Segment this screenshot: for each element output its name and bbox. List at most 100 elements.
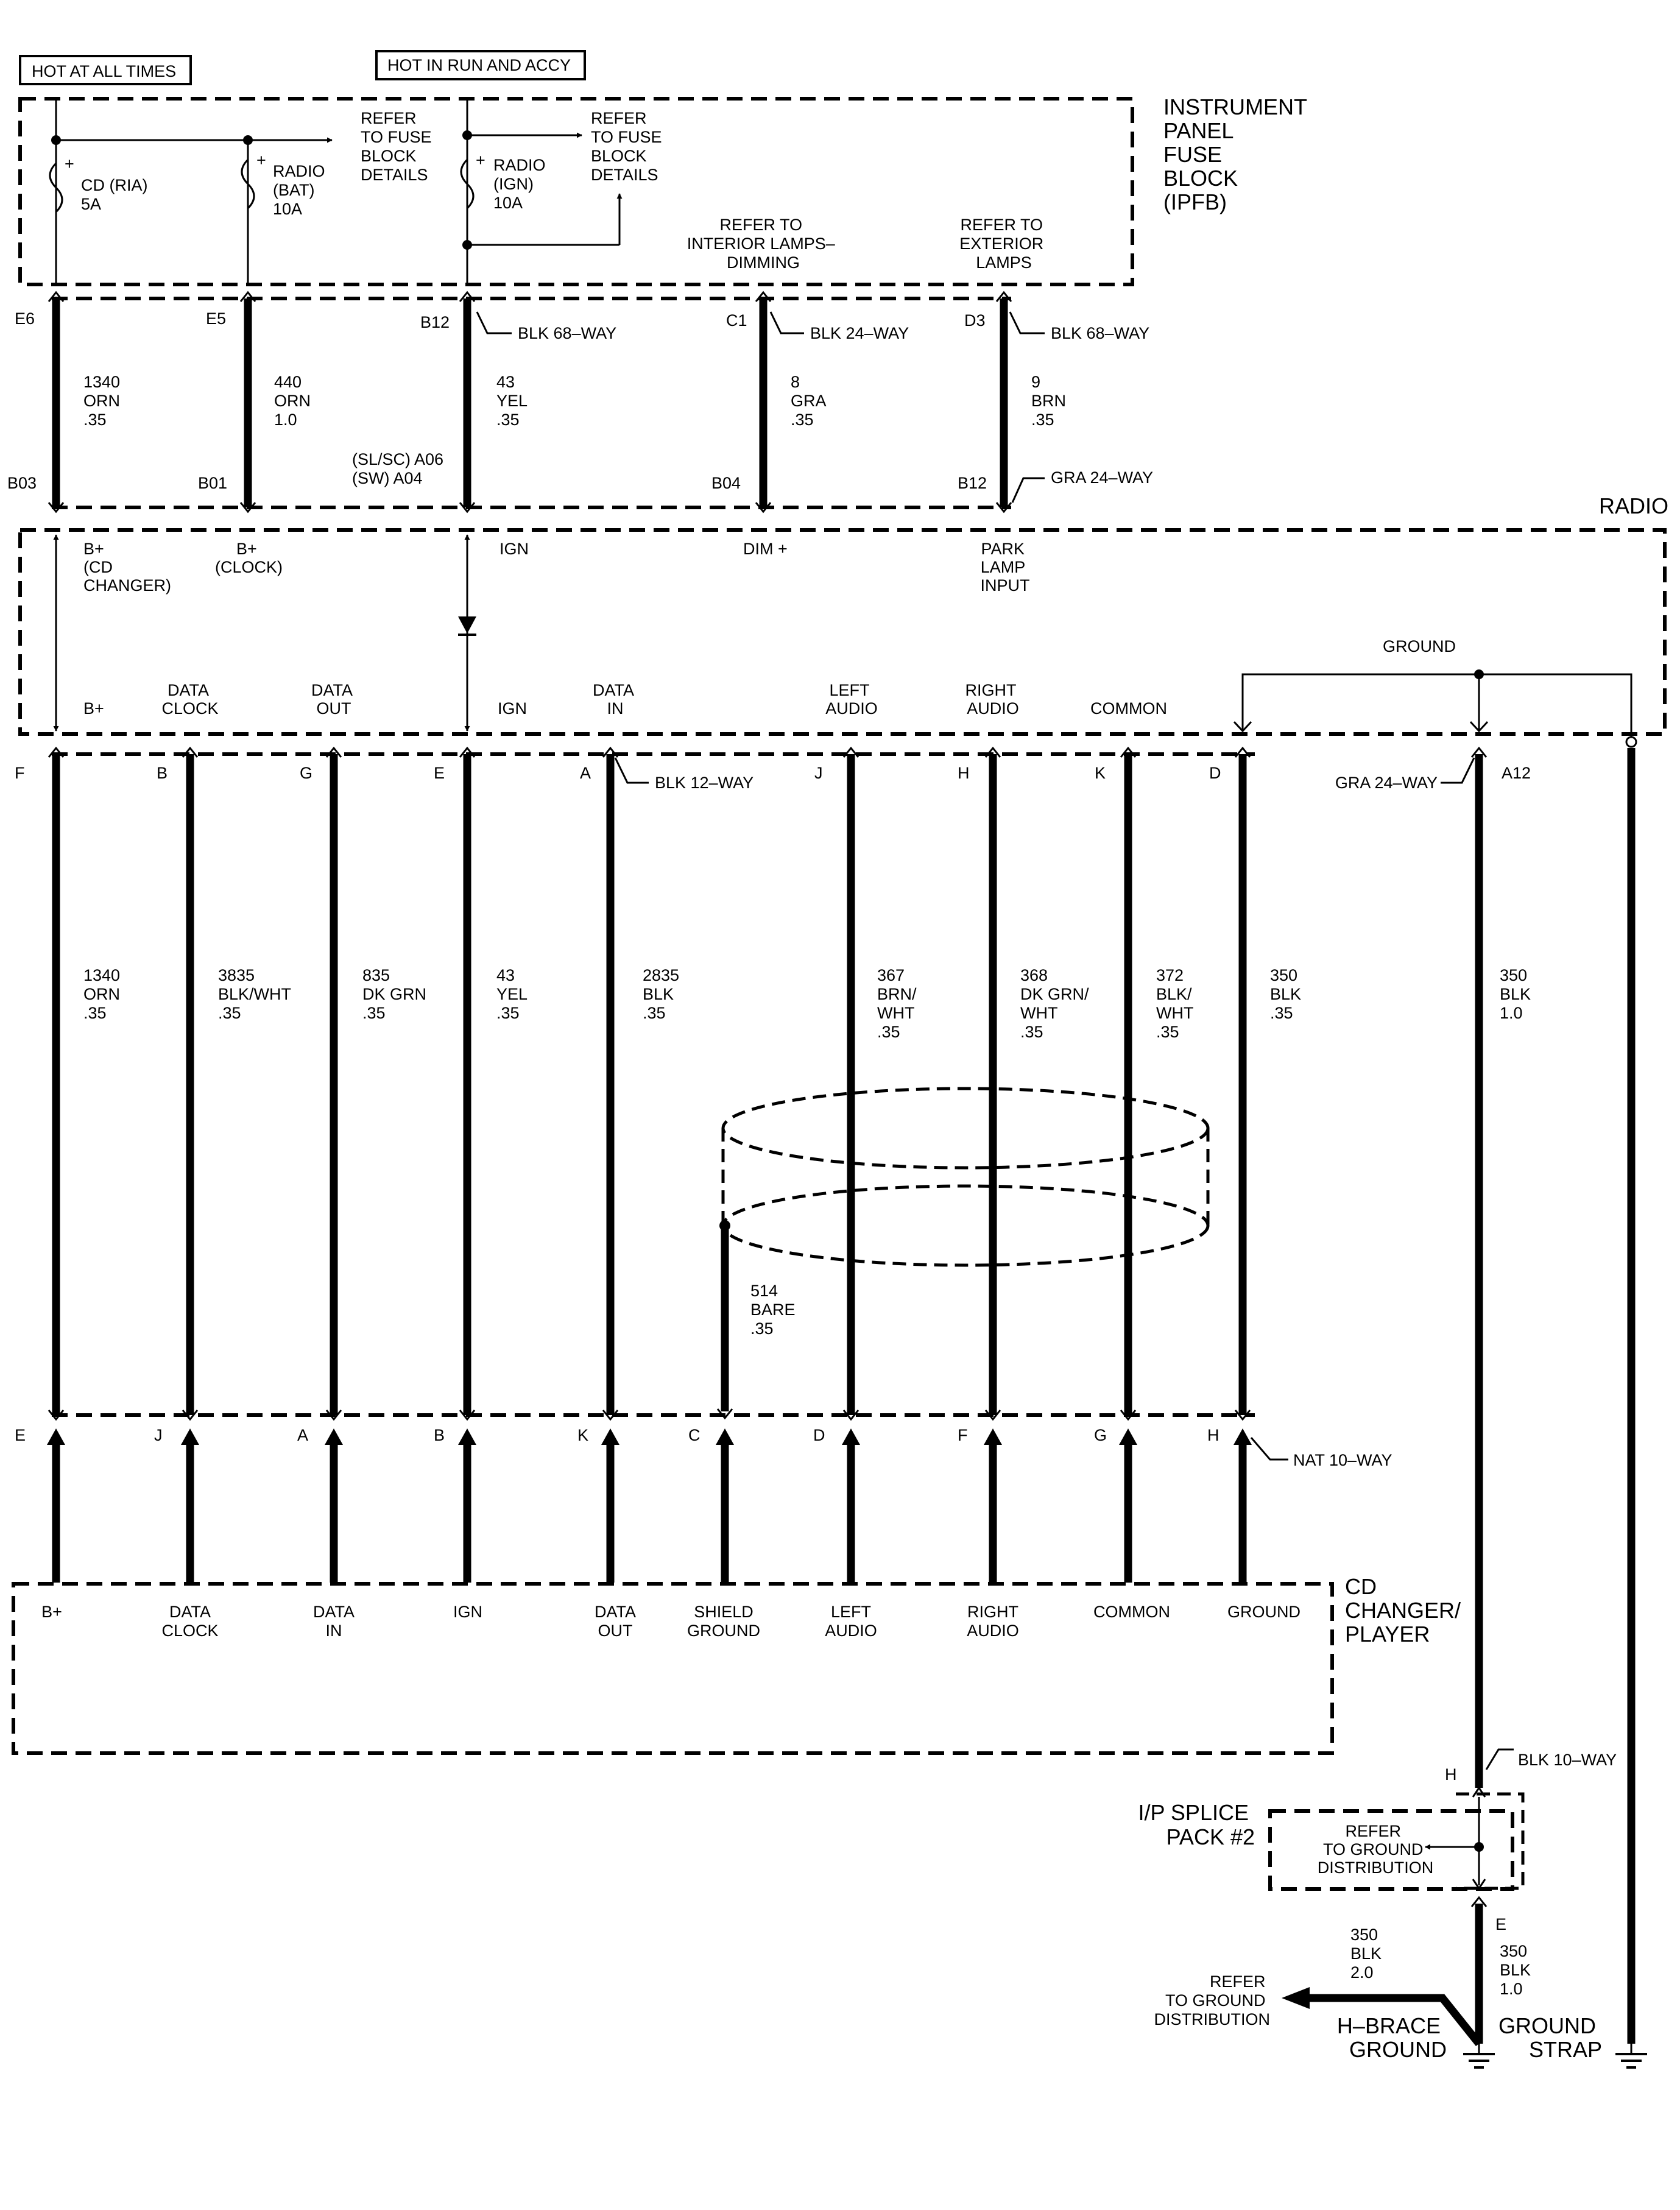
radio-connector: F B G E A J H K D BLK 12–WAY GRA 24–WAY …	[15, 752, 1531, 792]
radio-right-audio: RIGHT AUDIO	[965, 681, 1020, 718]
radio-pin-a12: A12	[1502, 764, 1531, 782]
radio-pin-h: H	[958, 764, 970, 782]
cd-pin-g: G	[1094, 1426, 1107, 1444]
pin-a06-a04: (SL/SC) A06 (SW) A04	[352, 450, 448, 487]
hot-in-run-accy-box: HOT IN RUN AND ACCY	[375, 50, 586, 80]
conn-nat-10-way: NAT 10–WAY	[1293, 1451, 1392, 1469]
upper-wire-440-label: 440 ORN 1.0	[274, 373, 316, 429]
cd-pin-j: J	[154, 1426, 163, 1444]
radio-pin-g: G	[300, 764, 312, 782]
cd-label-0: B+	[41, 1603, 62, 1621]
grounds: 350 BLK 2.0 350 BLK 1.0 REFER TO GROUND …	[1154, 1896, 1647, 2069]
lower-wire-350-035-label: 350 BLK .35	[1270, 966, 1306, 1022]
upper-wire-43-label: 43 YEL .35	[496, 373, 532, 429]
conn-blk-68-way-1: BLK 68–WAY	[518, 324, 616, 342]
radio-dim-input: DIM +	[743, 540, 788, 558]
pin-b04: B04	[711, 474, 741, 492]
lower-wires: 1340 ORN .35 3835 BLK/WHT .35 835 DK GRN…	[47, 746, 1636, 2044]
cd-pin-b: B	[434, 1426, 445, 1444]
lower-wire-368-label: 368 DK GRN/ WHT .35	[1020, 966, 1093, 1041]
splice-pack-title: I/P SPLICE PACK #2	[1138, 1800, 1255, 1849]
radio-pin-b: B	[157, 764, 168, 782]
conn-blk-24-way: BLK 24–WAY	[810, 324, 909, 342]
ground-strap-label: GROUND STRAP	[1498, 2013, 1602, 2062]
svg-text:+: +	[256, 151, 266, 169]
pin-e6: E6	[15, 309, 35, 328]
svg-text:+: +	[476, 151, 485, 169]
radio-data-clock: DATA CLOCK	[161, 681, 218, 718]
cd-pin-c: C	[688, 1426, 701, 1444]
cd-changer-title: CD CHANGER/ PLAYER	[1345, 1574, 1467, 1647]
radio-pin-k: K	[1095, 764, 1106, 782]
cd-pin-d: D	[813, 1426, 825, 1444]
conn-blk-10-way: BLK 10–WAY	[1518, 1751, 1617, 1769]
radio-block: RADIO GROUND B+ (CD CHANGER) B+ (CLOCK) …	[18, 493, 1668, 748]
fuse-cd-ria-label: CD (RIA) 5A	[81, 176, 152, 213]
cd-label-9: GROUND	[1227, 1603, 1301, 1621]
pin-b03: B03	[7, 474, 37, 492]
cd-pin-e: E	[15, 1426, 26, 1444]
refer-fuse-block-1: REFER TO FUSE BLOCK DETAILS	[361, 109, 436, 184]
ip-splice-pack: BLK 10–WAY H E I/P SPLICE PACK #2 REFER …	[1138, 1748, 1617, 1933]
svg-text:+: +	[65, 155, 74, 173]
radio-ground-label: GROUND	[1383, 637, 1456, 655]
pin-e5: E5	[206, 309, 226, 328]
radio-pin-j: J	[814, 764, 823, 782]
conn-gra-24-way-lower: GRA 24–WAY	[1335, 774, 1438, 792]
radio-pin-d: D	[1209, 764, 1221, 782]
ground-wire-350-20-label: 350 BLK 2.0	[1350, 1926, 1386, 1982]
conn-blk-12-way: BLK 12–WAY	[655, 774, 754, 792]
upper-wire-1340-label: 1340 ORN .35	[83, 373, 125, 429]
radio-b-plus-cd-changer: B+ (CD CHANGER)	[83, 540, 171, 595]
lower-wire-2835-label: 2835 BLK .35	[643, 966, 684, 1022]
splice-pin-h: H	[1445, 1765, 1457, 1784]
radio-data-out: DATA OUT	[311, 681, 356, 718]
cd-pin-a: A	[297, 1426, 308, 1444]
shield-wire-514-label: 514 BARE .35	[750, 1282, 800, 1338]
lower-wire-1340-label: 1340 ORN .35	[83, 966, 125, 1022]
lower-wire-835-label: 835 DK GRN .35	[362, 966, 431, 1022]
upper-wire-9-label: 9 BRN .35	[1031, 373, 1071, 429]
upper-wire-8-label: 8 GRA .35	[791, 373, 830, 429]
audio-shield	[721, 1087, 1210, 1267]
hot-in-run-accy-label: HOT IN RUN AND ACCY	[387, 56, 571, 74]
fuse-radio-ign-label: RADIO (IGN) 10A	[493, 156, 550, 212]
refer-interior-lamps: REFER TO INTERIOR LAMPS– DIMMING	[687, 216, 840, 272]
radio-pin-e: E	[434, 764, 445, 782]
pin-c1: C1	[726, 311, 747, 330]
h-brace-ground-label: H–BRACE GROUND	[1337, 2013, 1447, 2062]
radio-title: RADIO	[1599, 493, 1668, 518]
radio-left-audio: LEFT AUDIO	[825, 681, 878, 718]
ipfb-title: INSTRUMENT PANEL FUSE BLOCK (IPFB)	[1163, 94, 1313, 214]
hot-at-all-times-box: HOT AT ALL TIMES	[19, 55, 192, 85]
radio-ign-output: IGN	[498, 699, 527, 718]
fuse-radio-bat-label: RADIO (BAT) 10A	[273, 162, 330, 218]
pin-b01: B01	[198, 474, 227, 492]
conn-blk-68-way-2: BLK 68–WAY	[1051, 324, 1149, 342]
radio-pin-a: A	[580, 764, 591, 782]
cd-pin-k: K	[577, 1426, 588, 1444]
radio-data-in: DATA IN	[593, 681, 638, 718]
radio-ign-input: IGN	[499, 540, 529, 558]
cd-label-8: COMMON	[1093, 1603, 1170, 1621]
cd-connector: E J A B K C D F G H NAT 10–WAY	[15, 1413, 1392, 1469]
radio-common: COMMON	[1090, 699, 1167, 718]
upper-connectors: E6 E5 B12 C1 D3 B03 B01 B04 B12 (SL/SC) …	[7, 297, 1153, 509]
splice-refer-ground: REFER TO GROUND DISTRIBUTION	[1318, 1822, 1434, 1877]
splice-pin-e: E	[1495, 1915, 1506, 1933]
cd-pin-f: F	[958, 1426, 968, 1444]
lower-wire-372-label: 372 BLK/ WHT .35	[1156, 966, 1198, 1041]
refer-fuse-block-2: REFER TO FUSE BLOCK DETAILS	[591, 109, 666, 184]
radio-park-lamp-input: PARK LAMP INPUT	[981, 540, 1030, 595]
lower-wire-3835-label: 3835 BLK/WHT .35	[218, 966, 295, 1022]
pin-d3: D3	[964, 311, 986, 330]
upper-wires: 1340 ORN .35 440 ORN 1.0 43 YEL .35 8 GR…	[48, 291, 1071, 514]
conn-gra-24-way-upper: GRA 24–WAY	[1051, 468, 1153, 487]
